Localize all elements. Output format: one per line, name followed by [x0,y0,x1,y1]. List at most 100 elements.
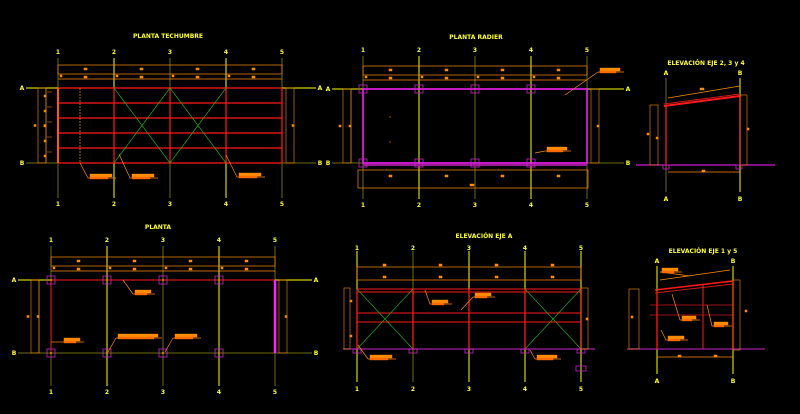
dimension-text [550,263,555,267]
annotation-text [713,321,729,326]
annotation-text [681,318,693,322]
column [162,352,164,354]
dimension-line [659,269,731,281]
dimension-text [388,76,393,80]
leader-line [107,337,117,353]
axis-label-3: 3 [168,49,172,56]
dimension-text [195,75,200,79]
dimension-text [349,299,353,303]
annotation-text [661,267,679,272]
column [106,279,108,281]
dimension-text [500,174,505,178]
footing [735,164,743,170]
annotation-text [431,302,445,306]
dimension-text [469,183,475,187]
dimension-text [382,263,387,267]
dimension-line [50,256,276,267]
leader-line [79,162,89,179]
axis-label-B: B [626,160,631,167]
dimension-text [83,75,88,79]
dimension-text [188,259,193,263]
roof-rafter [663,93,741,105]
title-planta-radier: PLANTA RADIER [449,34,503,41]
dimension-text [171,74,175,78]
dimension-text [284,315,288,318]
title-elevacion-eje-15: ELEVACIÓN EJE 1 y 5 [669,248,738,255]
dimension-text [244,267,249,271]
dimension-text [338,124,342,128]
axis-label-4: 4 [224,49,228,56]
axis-label-3: 3 [467,245,471,252]
dimension-text [33,124,37,127]
footing [526,158,536,168]
annotation-text [474,292,492,297]
dimension-text [349,334,353,338]
axis-label-2: 2 [411,386,415,393]
axis-label-A: A [664,196,669,203]
column-base [158,275,168,285]
axis-label-B: B [318,160,323,167]
dimension-text [630,315,634,319]
dimension-text [188,267,193,271]
dimension-text [556,76,561,80]
annotation-text [599,70,617,74]
annotation-text [713,324,725,328]
footing [408,348,418,354]
axis-label-3: 3 [161,237,165,244]
axis-label-A: A [314,277,319,284]
axis-label-4: 4 [217,389,221,396]
axis-label-5: 5 [585,202,589,209]
leader-line [564,71,599,96]
slab-outline [362,88,588,164]
leader-line [164,337,174,353]
annotation-text [174,336,194,340]
axis-label-2: 2 [417,47,421,54]
cross-bracing [524,288,582,350]
dimension-text [139,75,144,79]
dimension-text [382,275,387,279]
dimension-line [732,279,741,351]
axis-label-1: 1 [56,201,60,208]
dimension-text [195,67,200,71]
dimension-text [26,315,30,318]
dimension-text [646,132,650,136]
leader-line [460,296,474,311]
dimension-line [343,287,351,350]
title-elevacion-eje-234: ELEVACIÓN EJE 2, 3 y 4 [667,60,744,67]
dimension-text [43,139,47,143]
annotation-text [546,146,568,151]
axis-label-A: A [655,378,660,385]
dimension-text [251,67,256,71]
axis-label-A: A [20,85,25,92]
annotation-text [238,172,262,177]
dimension-text [244,259,249,263]
annotation-text [134,292,148,296]
dimension-text [699,87,705,91]
dimension-text [36,315,40,318]
annotation-text [546,149,564,153]
annotation-text [63,340,77,344]
footing [414,158,424,168]
roof-rafter [663,95,741,107]
dimension-text [59,74,63,78]
axis-label-4: 4 [224,201,228,208]
title-elevacion-eje-a: ELEVACIÓN EJE A [456,233,513,240]
dimension-text [83,67,88,71]
axis-label-2: 2 [105,389,109,396]
axis-label-1: 1 [361,47,365,54]
axis-label-4: 4 [529,202,533,209]
dimension-line [649,104,659,166]
dimension-text [444,68,449,72]
annotation-text [369,354,393,359]
leader-line [534,150,546,154]
column [218,279,220,281]
axis-label-B: B [731,258,736,265]
footing [526,84,536,94]
annotation-text [89,173,113,178]
dimension-text [220,266,224,270]
footing [358,158,368,168]
column [106,352,108,354]
dimension-text [76,267,81,271]
column-base [102,348,112,358]
